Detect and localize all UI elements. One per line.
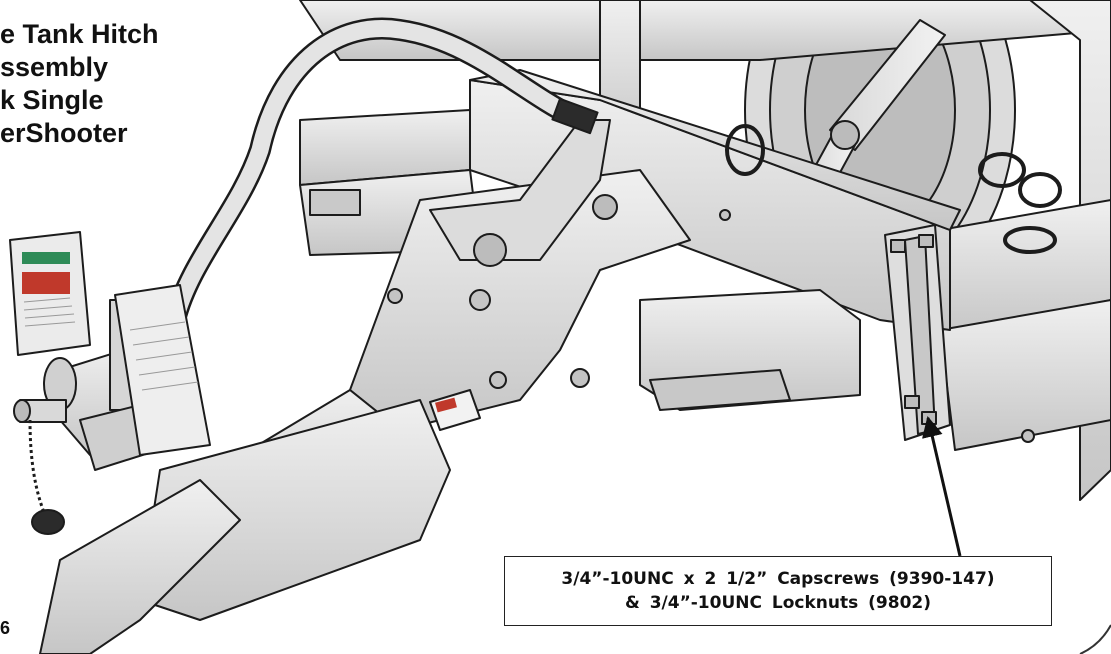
callout-line-1: 3/4”-10UNC x 2 1/2” Capscrews (9390-147): [561, 569, 995, 589]
pivot-bracket: [429, 119, 618, 311]
title-line-3: k Single: [0, 85, 104, 115]
drawing-title: e Tank Hitch ssembly k Single erShooter: [0, 18, 159, 150]
hydraulic-hose: [164, 17, 599, 331]
callout-arrow: [922, 415, 962, 557]
page-number: 6: [0, 618, 11, 638]
callout-line-2: & 3/4”-10UNC Locknuts (9802): [624, 593, 932, 613]
safety-chain-cap: [28, 419, 65, 535]
jack-hand-crank: [13, 357, 77, 423]
ring-handles: [725, 124, 1062, 254]
page-border-arc: [1079, 624, 1111, 654]
manual-holder-decal-left: [9, 231, 91, 356]
manual-holder-decal-right: [114, 284, 211, 456]
title-line-2: ssembly: [0, 52, 109, 82]
mounting-plate: [884, 224, 951, 441]
lower-cross-member: [639, 289, 861, 411]
warning-decal: [429, 389, 481, 431]
misc-bolts: [387, 209, 1035, 443]
title-line-4: erShooter: [0, 118, 128, 148]
callout-box: 3/4”-10UNC x 2 1/2” Capscrews (9390-147)…: [504, 556, 1052, 626]
title-line-1: e Tank Hitch: [0, 19, 159, 49]
hitch-tongue: [39, 169, 691, 654]
right-frame-rail: [939, 199, 1111, 451]
